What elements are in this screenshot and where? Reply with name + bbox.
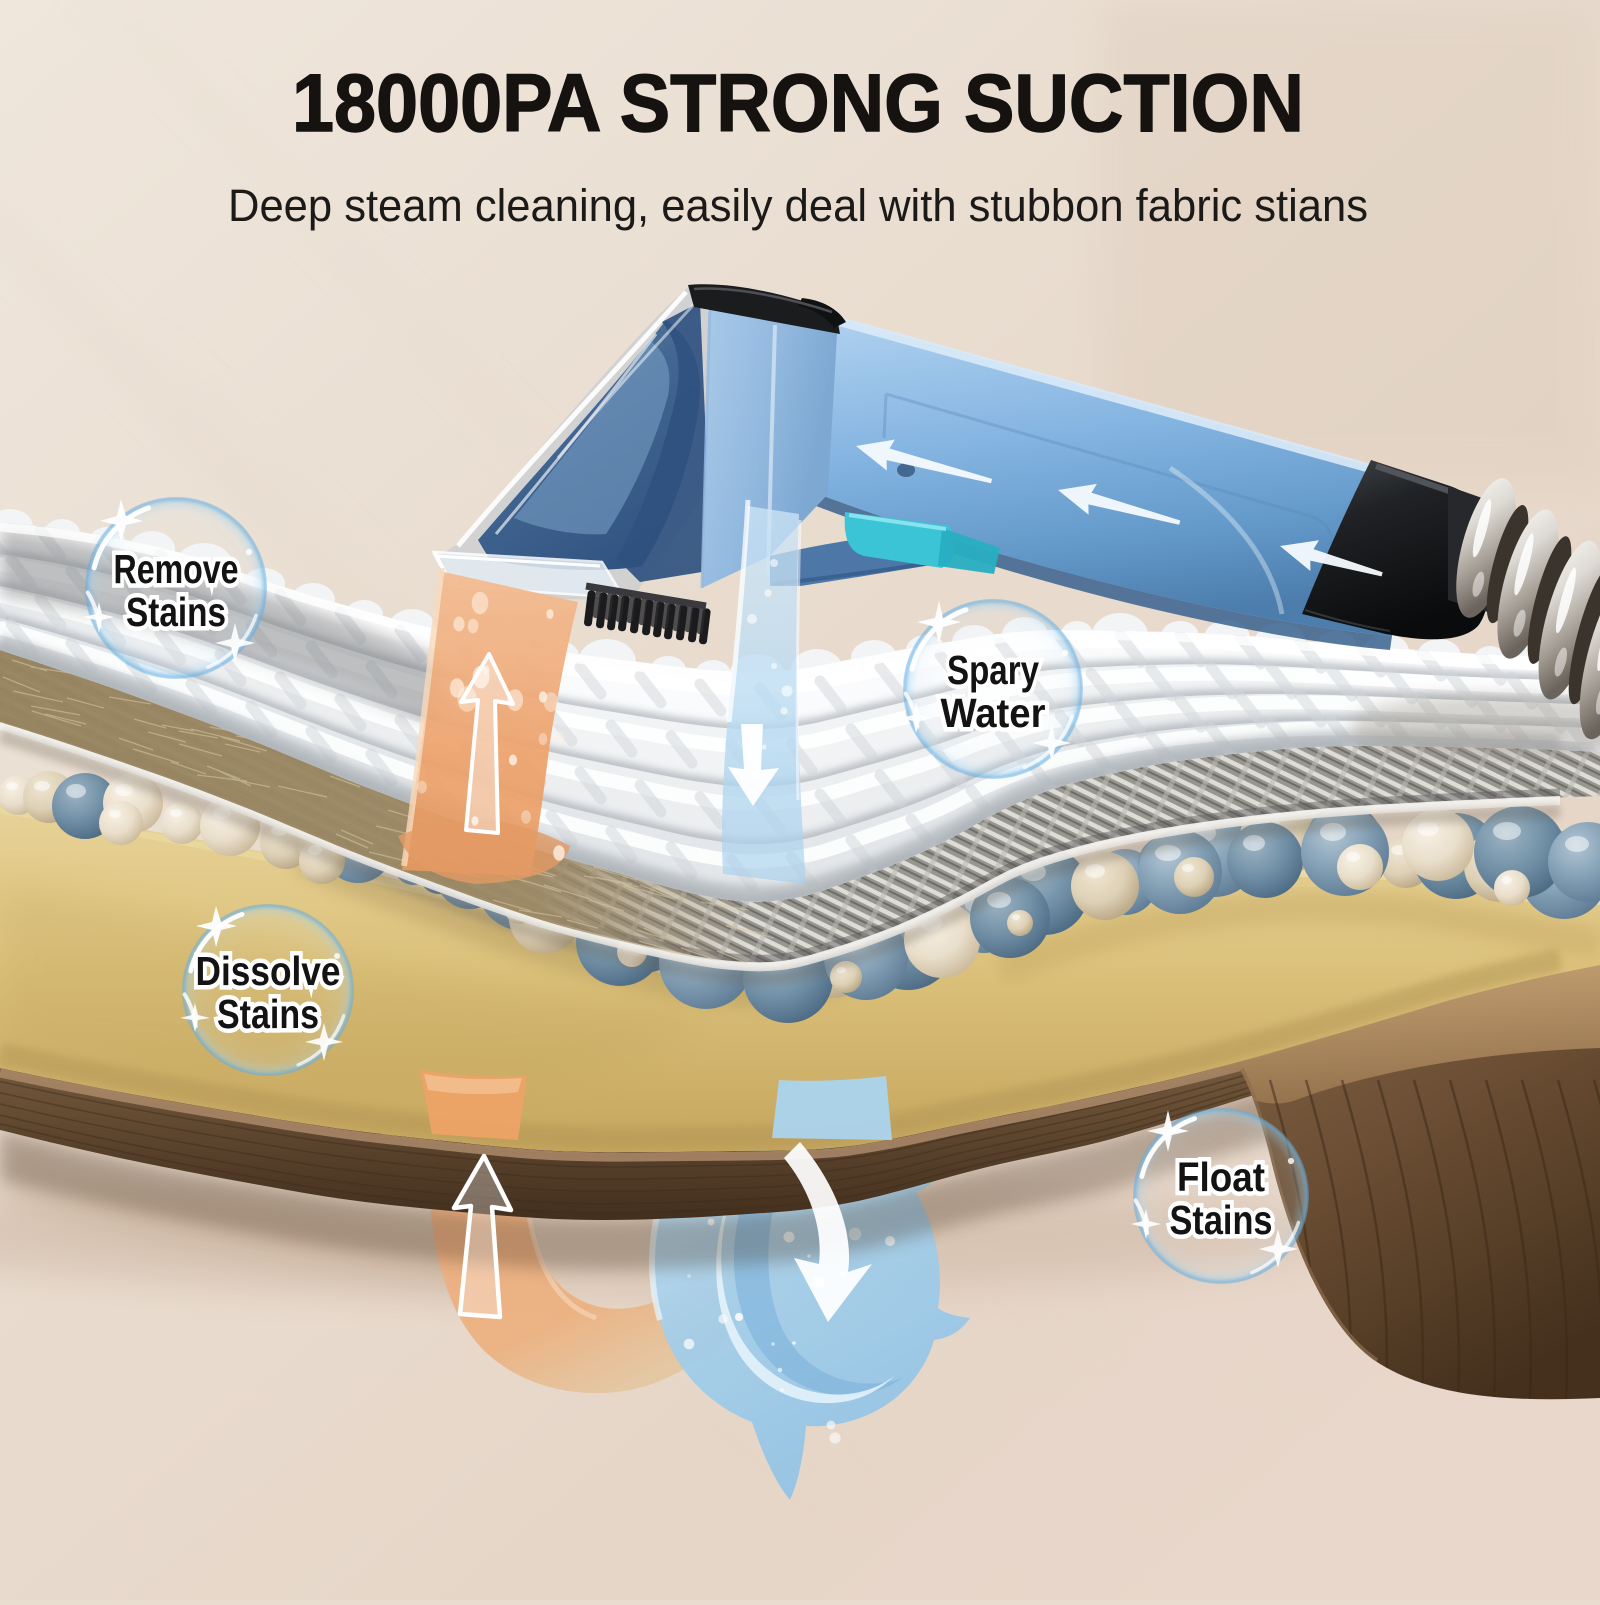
svg-text:Stains: Stains [1170,1197,1273,1243]
svg-text:Remove: Remove [114,546,239,592]
svg-text:Spary: Spary [947,647,1039,693]
svg-text:Deep steam cleaning, easily de: Deep steam cleaning, easily deal with st… [228,180,1368,231]
svg-text:Float: Float [1180,1157,1268,1203]
svg-text:Stains: Stains [129,592,229,638]
svg-text:Water: Water [944,693,1049,739]
svg-text:Float: Float [1177,1154,1265,1200]
svg-text:Dissolve: Dissolve [199,951,344,997]
svg-text:Stains: Stains [126,589,226,635]
svg-text:Stains: Stains [1173,1200,1276,1246]
svg-text:Remove: Remove [117,549,242,595]
svg-text:Spary: Spary [950,650,1042,696]
svg-text:18000PA STRONG SUCTION: 18000PA STRONG SUCTION [292,58,1304,149]
svg-text:Dissolve: Dissolve [196,948,341,994]
svg-text:Stains: Stains [220,994,322,1040]
svg-text:Water: Water [941,690,1046,736]
svg-text:Stains: Stains [217,991,319,1037]
